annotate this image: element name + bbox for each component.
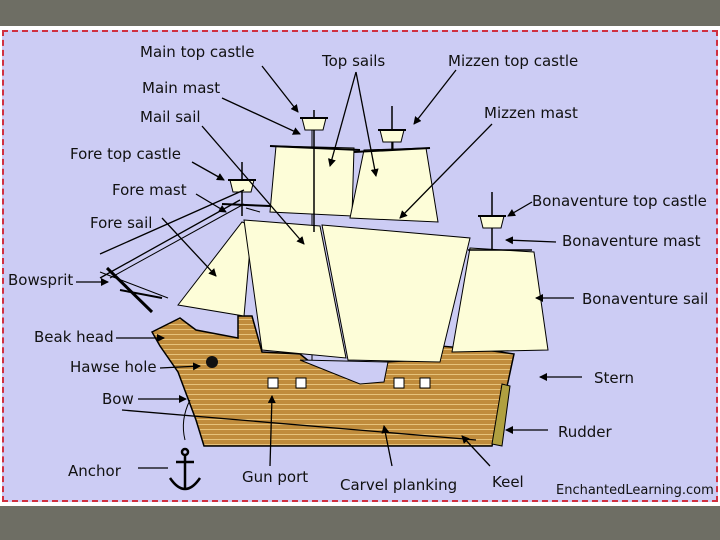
fore-sail-shape [177,221,253,317]
label-bonaventure-top-castle: Bonaventure top castle [532,192,707,210]
label-rudder: Rudder [558,423,613,441]
top-sail-main-shape [269,145,355,217]
label-main-mast: Main mast [142,79,220,97]
fore-mainsail-shape [243,219,347,359]
top-sail-mizzen-shape [349,147,439,223]
top-castles [228,117,506,229]
long-arrows [99,189,477,469]
gun-port-shape [393,377,405,389]
label-arrows [76,65,582,467]
hull [150,315,515,447]
label-mizzen-top-castle: Mizzen top castle [448,52,578,70]
anchor-shape [168,399,202,491]
labels: Main top castle Top sails Mizzen top cas… [8,43,714,498]
hawse-hole-shape [206,356,218,368]
label-main-top-castle: Main top castle [140,43,254,61]
label-fore-sail: Fore sail [90,214,152,232]
bonaventure-sail-shape [451,247,549,353]
label-beak-head: Beak head [34,328,114,346]
label-mail-sail: Mail sail [140,108,201,126]
gun-port-shape [419,377,431,389]
label-bow: Bow [102,390,134,408]
gun-port-shape [267,377,279,389]
label-fore-top-castle: Fore top castle [70,145,181,163]
label-gun-port: Gun port [242,468,308,486]
label-stern: Stern [594,369,634,387]
credit-text: EnchantedLearning.com [556,483,714,498]
ship [99,106,549,491]
label-keel: Keel [492,473,524,491]
bowsprit-spar [105,266,163,314]
label-fore-mast: Fore mast [112,181,187,199]
label-carvel-planking: Carvel planking [340,476,457,494]
label-anchor: Anchor [68,462,122,480]
label-bonaventure-mast: Bonaventure mast [562,232,701,250]
gun-port-shape [295,377,307,389]
label-mizzen-mast: Mizzen mast [484,104,578,122]
rudder-shape [491,383,511,447]
label-hawse-hole: Hawse hole [70,358,157,376]
label-bowsprit: Bowsprit [8,271,73,289]
label-bonaventure-sail: Bonaventure sail [582,290,708,308]
sails [177,145,549,363]
main-sail-shape [321,224,471,363]
label-top-sails: Top sails [321,52,385,70]
